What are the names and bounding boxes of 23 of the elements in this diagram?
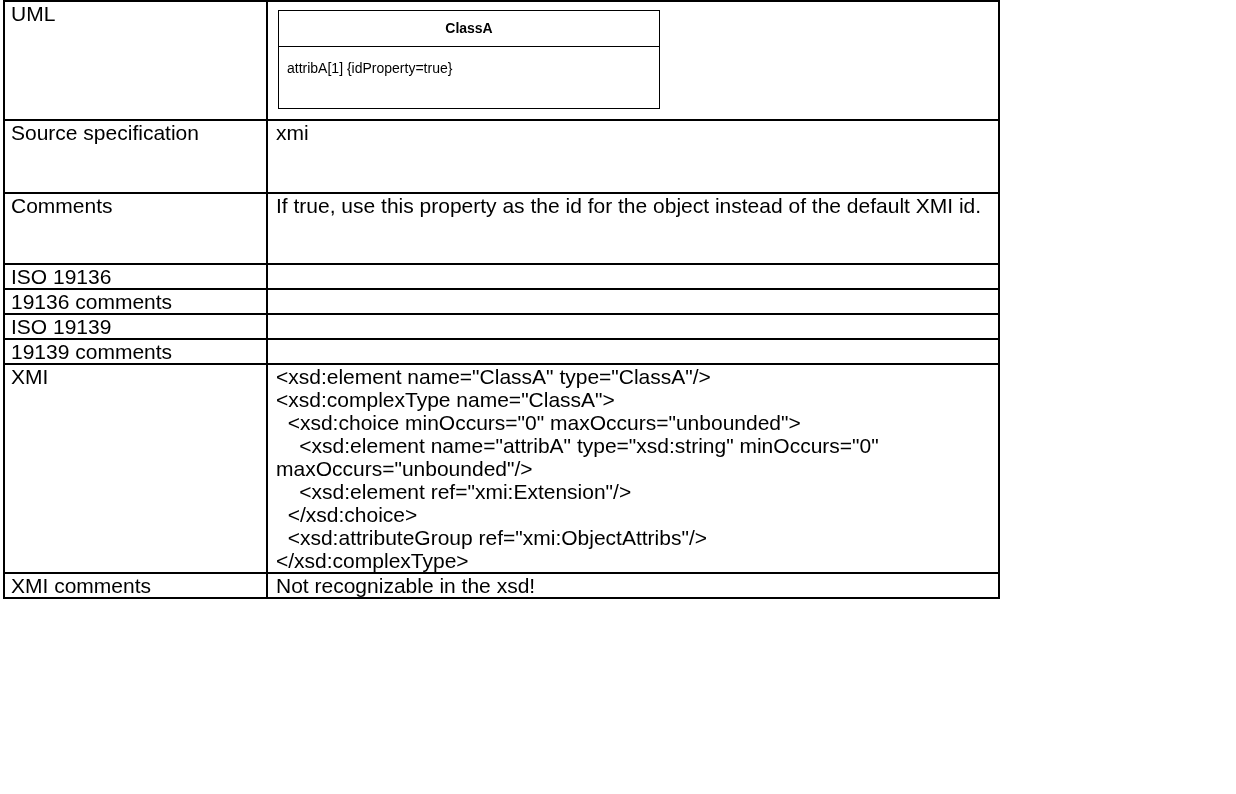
code-line: <xsd:complexType name="ClassA"> [276,388,616,411]
cell-text: xmi [276,121,310,144]
row-heading: ISO 19139 [11,315,113,338]
code-line: <xsd:attributeGroup ref="xmi:ObjectAttribs"/> [286,526,708,549]
code-line: <xsd:element name="attribA" type="xsd:string" minOccurs="0" maxOccurs="unbounded"/> [276,434,880,480]
code-line: <xsd:element ref="xmi:Extension"/> [298,480,633,503]
class-name: ClassA [279,11,659,47]
row-heading: 19139 comments [11,340,174,363]
row-heading: UML [11,2,57,25]
uml-class-box [278,10,660,109]
code-line: </xsd:choice> [286,503,419,526]
attribute-text: attribA[1] {idProperty=true} [286,59,454,78]
code-line: </xsd:complexType> [276,549,470,572]
row-heading: ISO 19136 [11,265,113,288]
row-heading: XMI comments [11,574,153,597]
row-heading: XMI [11,365,50,388]
row-heading: 19136 comments [11,290,174,313]
row-heading: Comments [11,194,114,217]
code-line: <xsd:element name="ClassA" type="ClassA"/> [276,365,712,388]
cell-text: Not recognizable in the xsd! [276,574,537,597]
code-line: <xsd:choice minOccurs="0" maxOccurs="unbounded"> [286,411,802,434]
cell-text: If true, use this property as the id for the object instead of the default XMI id. [276,194,983,217]
row-heading: Source specification [11,121,200,144]
